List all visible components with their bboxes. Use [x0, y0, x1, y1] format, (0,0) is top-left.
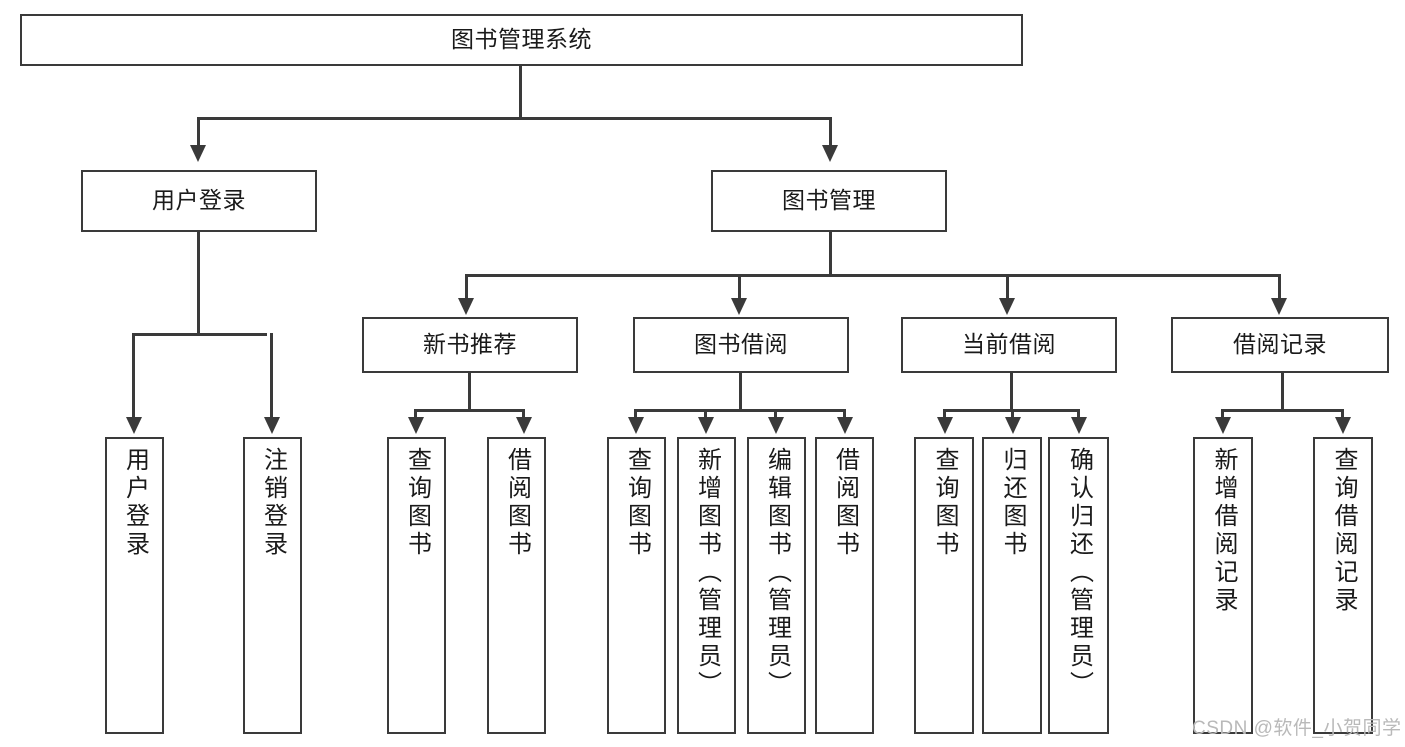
node-label: 查询借阅记录 — [1330, 447, 1357, 615]
edge-drop-br-add — [1221, 409, 1224, 419]
edge-drop-cb-query — [943, 409, 946, 419]
edge-drop-new-book — [465, 274, 468, 300]
edge-drop-bb-add — [704, 409, 707, 419]
node-new-book-recommend[interactable]: 新书推荐 — [362, 317, 578, 373]
edge-drop-leaf-logout — [270, 333, 273, 419]
node-label: 归还图书 — [999, 447, 1026, 559]
arrow-nb-borrow — [516, 417, 532, 434]
edge-drop-nb-query — [414, 409, 417, 419]
arrow-new-book — [458, 298, 474, 315]
leaf-br-query-record[interactable]: 查询借阅记录 — [1313, 437, 1373, 734]
node-label: 图书管理系统 — [451, 26, 592, 53]
leaf-logout[interactable]: 注销登录 — [243, 437, 302, 734]
arrow-leaf-logout — [264, 417, 280, 434]
node-label: 注销登录 — [259, 447, 287, 559]
edge-new-book-bus — [414, 409, 525, 412]
edge-book-manage-trunk — [829, 232, 832, 276]
edge-drop-borrow-record — [1278, 274, 1281, 300]
edge-user-login-trunk — [197, 232, 200, 334]
node-label: 编辑图书（管理员） — [763, 447, 791, 699]
leaf-nb-query-book[interactable]: 查询图书 — [387, 437, 446, 734]
node-label: 借阅记录 — [1233, 331, 1327, 358]
edge-current-borrow-bus — [943, 409, 1078, 412]
leaf-bb-edit-book[interactable]: 编辑图书（管理员） — [747, 437, 806, 734]
arrow-cb-return — [1005, 417, 1021, 434]
edge-drop-bb-borrow — [843, 409, 846, 419]
node-label: 新书推荐 — [423, 331, 517, 358]
edge-drop-user-login — [197, 117, 200, 145]
node-label: 用户登录 — [121, 447, 149, 559]
edge-drop-cb-return — [1011, 409, 1014, 419]
edge-book-borrow-bus — [634, 409, 845, 412]
node-label: 查询图书 — [623, 447, 651, 559]
arrow-br-add — [1215, 417, 1231, 434]
arrow-borrow-record — [1271, 298, 1287, 315]
leaf-cb-return-book[interactable]: 归还图书 — [982, 437, 1042, 734]
edge-drop-book-borrow — [738, 274, 741, 300]
node-label: 图书管理 — [782, 187, 876, 214]
leaf-bb-borrow-book[interactable]: 借阅图书 — [815, 437, 874, 734]
leaf-cb-confirm-return[interactable]: 确认归还（管理员） — [1048, 437, 1109, 734]
edge-level3-bus — [465, 274, 1281, 277]
node-label: 确认归还（管理员） — [1065, 447, 1093, 699]
arrow-book-manage — [822, 145, 838, 162]
arrow-leaf-user-login — [126, 417, 142, 434]
arrow-bb-edit — [768, 417, 784, 434]
arrow-bb-query — [628, 417, 644, 434]
arrow-br-query — [1335, 417, 1351, 434]
node-borrow-record[interactable]: 借阅记录 — [1171, 317, 1389, 373]
node-label: 查询图书 — [931, 447, 958, 559]
arrow-current-borrow — [999, 298, 1015, 315]
edge-drop-current-borrow — [1006, 274, 1009, 300]
leaf-bb-query-book[interactable]: 查询图书 — [607, 437, 666, 734]
node-label: 当前借阅 — [962, 331, 1056, 358]
edge-drop-bb-query — [634, 409, 637, 419]
node-label: 图书借阅 — [694, 331, 788, 358]
arrow-cb-query — [937, 417, 953, 434]
edge-new-book-trunk — [468, 373, 471, 411]
arrow-book-borrow — [731, 298, 747, 315]
arrow-cb-confirm — [1071, 417, 1087, 434]
node-label: 用户登录 — [152, 187, 246, 214]
node-label: 借阅图书 — [831, 447, 859, 559]
edge-borrow-record-trunk — [1281, 373, 1284, 411]
node-book-management[interactable]: 图书管理 — [711, 170, 947, 232]
edge-drop-leaf-user-login — [132, 333, 135, 419]
edge-drop-nb-borrow — [522, 409, 525, 419]
node-current-borrow[interactable]: 当前借阅 — [901, 317, 1117, 373]
node-user-login[interactable]: 用户登录 — [81, 170, 317, 232]
edge-level2-bus — [197, 117, 832, 120]
node-book-borrow[interactable]: 图书借阅 — [633, 317, 849, 373]
edge-drop-book-manage — [829, 117, 832, 145]
arrow-bb-add — [698, 417, 714, 434]
edge-drop-bb-edit — [774, 409, 777, 419]
edge-drop-cb-confirm — [1077, 409, 1080, 419]
node-root-system[interactable]: 图书管理系统 — [20, 14, 1023, 66]
node-label: 查询图书 — [403, 447, 431, 559]
leaf-bb-add-book[interactable]: 新增图书（管理员） — [677, 437, 736, 734]
edge-user-login-bus — [132, 333, 267, 336]
node-label: 新增借阅记录 — [1210, 447, 1237, 615]
leaf-nb-borrow-book[interactable]: 借阅图书 — [487, 437, 546, 734]
node-label: 借阅图书 — [503, 447, 531, 559]
edge-borrow-record-bus — [1221, 409, 1344, 412]
leaf-cb-query-book[interactable]: 查询图书 — [914, 437, 974, 734]
leaf-br-add-record[interactable]: 新增借阅记录 — [1193, 437, 1253, 734]
arrow-user-login — [190, 145, 206, 162]
leaf-user-login[interactable]: 用户登录 — [105, 437, 164, 734]
edge-drop-br-query — [1341, 409, 1344, 419]
arrow-bb-borrow — [837, 417, 853, 434]
node-label: 新增图书（管理员） — [693, 447, 721, 699]
edge-book-borrow-trunk — [739, 373, 742, 411]
edge-root-trunk — [519, 66, 522, 119]
arrow-nb-query — [408, 417, 424, 434]
edge-current-borrow-trunk — [1010, 373, 1013, 411]
